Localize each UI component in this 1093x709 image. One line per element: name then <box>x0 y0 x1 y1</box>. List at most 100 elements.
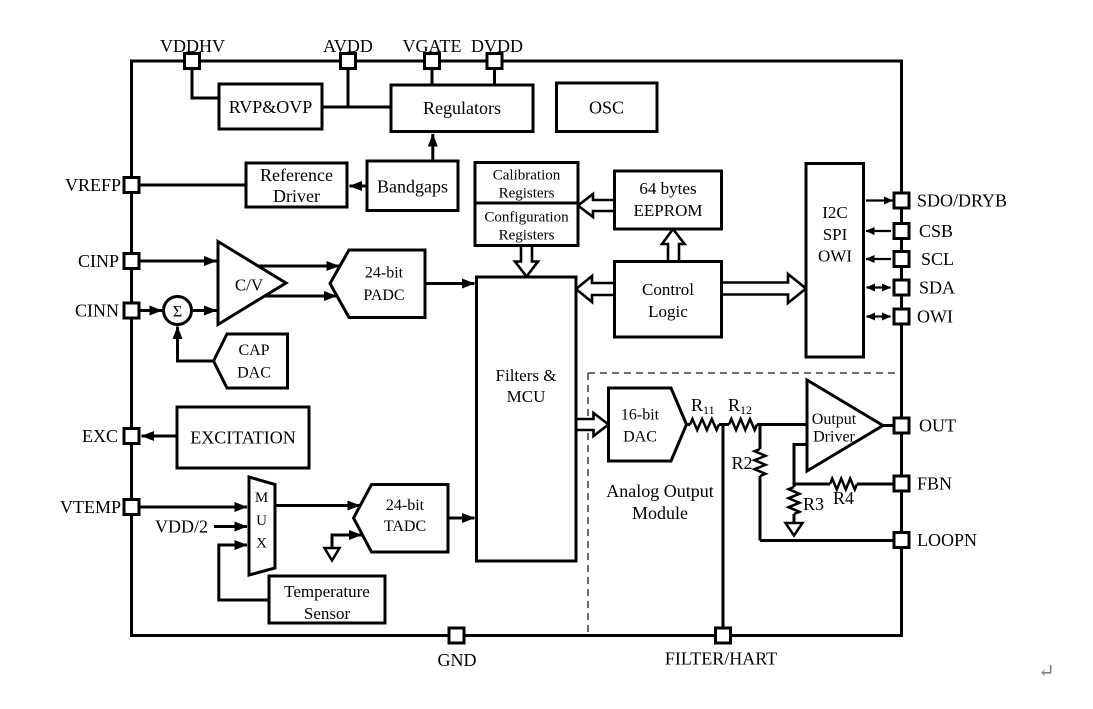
label-tadc-line2: TADC <box>384 518 426 535</box>
pin-label-filter-hart: FILTER/HART <box>665 649 777 669</box>
pin-label-dvdd: DVDD <box>471 36 523 56</box>
label-output: Output <box>812 411 857 428</box>
label-output-driver: Driver <box>813 429 855 446</box>
label-calibration-registers: Registers <box>499 186 555 202</box>
label-padc-line2: PADC <box>363 287 404 304</box>
label-cv: C/V <box>235 276 264 295</box>
pin-csb <box>892 222 911 240</box>
pin-label-gnd: GND <box>438 650 477 670</box>
arrow-reference-to-tadc <box>330 530 362 548</box>
ground-symbol <box>783 521 805 538</box>
label-rvp-ovp: RVP&OVP <box>229 97 313 117</box>
tadc-reference-symbol <box>322 546 342 563</box>
label-driver: Driver <box>273 186 320 206</box>
pin-label-sda: SDA <box>919 278 955 298</box>
block-configuration-registers <box>473 201 580 247</box>
block-osc <box>555 81 659 133</box>
label-sensor: Sensor <box>304 604 351 623</box>
blockarrow-eeprom-to-registers <box>575 191 616 220</box>
pin-label-scl: SCL <box>921 249 954 269</box>
pin-gnd <box>447 626 466 645</box>
label-configuration: Configuration <box>484 210 569 226</box>
label-r4: R4 <box>833 488 854 508</box>
label-tadc-line1: 24-bit <box>386 497 425 514</box>
shape-summing-node <box>162 295 193 326</box>
pin-vtemp <box>122 498 141 516</box>
label-r3: R3 <box>803 494 824 514</box>
pin-exc <box>122 427 141 445</box>
resistor-r4 <box>828 475 859 493</box>
label-mux-m: M <box>255 490 268 506</box>
pin-owi <box>892 307 911 326</box>
block-excitation <box>175 405 311 470</box>
chip-border <box>130 59 903 637</box>
label-configuration-registers: Registers <box>499 228 555 244</box>
label-r11: R11 <box>691 395 715 417</box>
pin-label-out: OUT <box>919 416 956 436</box>
block-temperature-sensor <box>267 574 387 625</box>
pin-vrefp <box>122 176 141 194</box>
label-dac16-line1: 16-bit <box>621 407 660 424</box>
pin-label-avdd: AVDD <box>323 36 373 56</box>
label-logic: Logic <box>648 302 688 321</box>
pin-fbn <box>892 474 911 493</box>
arrow-capdac-to-sigma <box>172 326 214 363</box>
label-calibration: Calibration <box>493 168 561 184</box>
pin-cinp <box>122 252 141 270</box>
label-temperature: Temperature <box>284 582 370 601</box>
resistor-r2 <box>751 447 769 478</box>
label-mcu: MCU <box>507 387 546 406</box>
pin-label-vddhv: VDDHV <box>160 36 225 56</box>
block-calibration-registers <box>473 161 580 205</box>
pin-sda <box>892 278 911 297</box>
label-capdac: DAC <box>237 365 271 382</box>
shape-padc <box>328 248 427 319</box>
shape-tadc <box>351 483 450 554</box>
pin-label-sdo-dryb: SDO/DRYB <box>917 191 1007 211</box>
pin-avdd <box>339 52 357 70</box>
pin-vgate <box>423 52 441 70</box>
pin-filter-hart <box>714 626 732 645</box>
pin-label-vgate: VGATE <box>403 36 462 56</box>
label-analog-module: Module <box>632 503 688 523</box>
pin-scl <box>892 250 911 268</box>
arrow-tempsensor-to-mux <box>217 540 269 602</box>
pin-dvdd <box>485 52 504 70</box>
label-vdd2: VDD/2 <box>155 517 208 537</box>
label-dac16-line2: DAC <box>623 429 657 446</box>
label-r12: R12 <box>728 395 752 417</box>
pin-cinn <box>122 301 141 320</box>
block-control-logic <box>613 260 723 339</box>
block-bandgaps <box>365 159 460 212</box>
blockarrow-controllogic-to-eeprom <box>659 226 688 263</box>
block-eeprom <box>613 169 723 231</box>
blockarrow-registers-to-filters <box>512 244 541 279</box>
shape-mux <box>247 475 277 577</box>
paragraph-return-mark: ↵ <box>1038 661 1055 683</box>
label-filters: Filters & <box>496 366 557 385</box>
label-eeprom-line1: 64 bytes <box>639 179 696 198</box>
label-mux-x: X <box>256 536 267 552</box>
pin-label-exc: EXC <box>82 426 118 446</box>
wire-vddhv-to-rvpovp <box>190 68 219 100</box>
resistor-r11 <box>688 415 721 434</box>
blockarrow-controllogic-to-filters <box>573 273 616 305</box>
pin-label-cinn: CINN <box>75 301 119 321</box>
resistor-r12 <box>727 415 759 434</box>
label-owi: OWI <box>818 247 852 266</box>
label-sigma: Σ <box>173 304 182 321</box>
pin-label-fbn: FBN <box>917 474 952 494</box>
blockarrow-controllogic-to-interface <box>720 271 809 306</box>
pin-label-cinp: CINP <box>78 251 119 271</box>
shape-cap-dac <box>211 332 289 390</box>
label-excitation: EXCITATION <box>190 428 296 448</box>
pin-sdo-dryb <box>892 191 911 210</box>
shape-output-driver <box>805 377 886 474</box>
label-eeprom-line2: EEPROM <box>634 201 703 220</box>
label-regulators: Regulators <box>423 98 501 118</box>
pin-label-vrefp: VREFP <box>65 175 121 195</box>
block-reference-driver <box>244 161 349 209</box>
pin-out <box>892 416 911 435</box>
